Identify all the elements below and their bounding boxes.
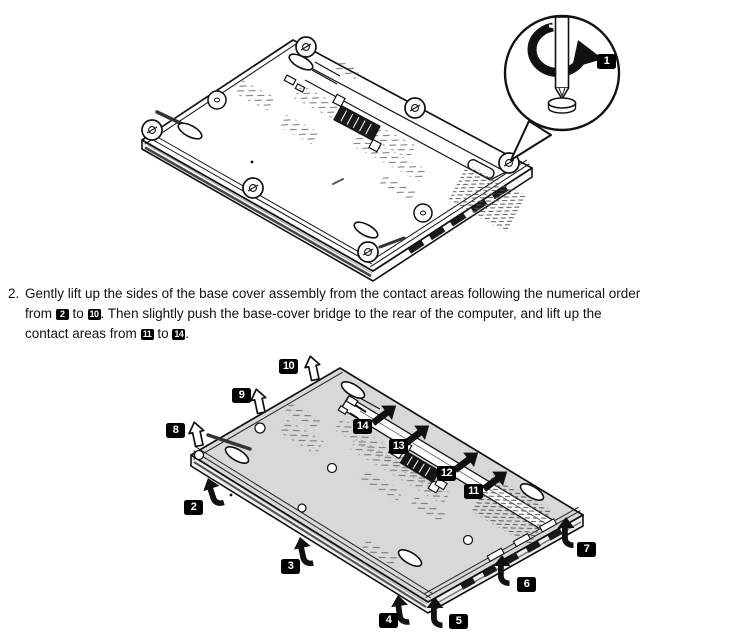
edge-slot <box>206 433 252 451</box>
inline-step-badge-14: 14 <box>172 329 186 340</box>
face-port-slots <box>486 518 558 563</box>
inline-step-badge-10: 10 <box>87 309 101 320</box>
edge-slot <box>378 236 406 249</box>
screw-icon <box>357 241 379 263</box>
dock-connector <box>332 93 382 153</box>
callout-pointer <box>510 120 552 161</box>
lift-arrow-hollow-9 <box>248 386 270 416</box>
screw-icon <box>295 36 317 58</box>
figure-lift-base-cover <box>186 353 584 628</box>
screw-icon <box>404 97 426 119</box>
lift-arrow-hollow-8 <box>186 419 208 449</box>
screw-icon <box>141 119 163 141</box>
laptop-bottom-view-2 <box>190 367 584 614</box>
latch-hooks <box>337 395 381 419</box>
lift-arrow-hollow-10 <box>302 353 324 383</box>
callout-magnifier <box>503 14 621 161</box>
screw-hole <box>207 90 227 110</box>
step-number: 2. <box>8 286 20 301</box>
inline-step-badge-2: 2 <box>55 309 69 320</box>
figure-loosen-screws <box>141 14 621 282</box>
base-cover-face <box>141 39 533 272</box>
screw-holes <box>193 422 474 546</box>
inline-step-badge-11: 11 <box>140 329 154 340</box>
laptop-bottom-view-1 <box>141 36 533 282</box>
screwdriver-icon <box>547 16 577 114</box>
vent-grilles <box>276 401 553 568</box>
screw-hole <box>413 203 433 223</box>
step-2-instruction: 2. Gently lift up the sides of the base … <box>8 284 730 344</box>
side-port-slots <box>460 528 563 590</box>
step-text: Gently lift up the sides of the base cov… <box>25 286 641 341</box>
screw-icon <box>242 177 264 199</box>
